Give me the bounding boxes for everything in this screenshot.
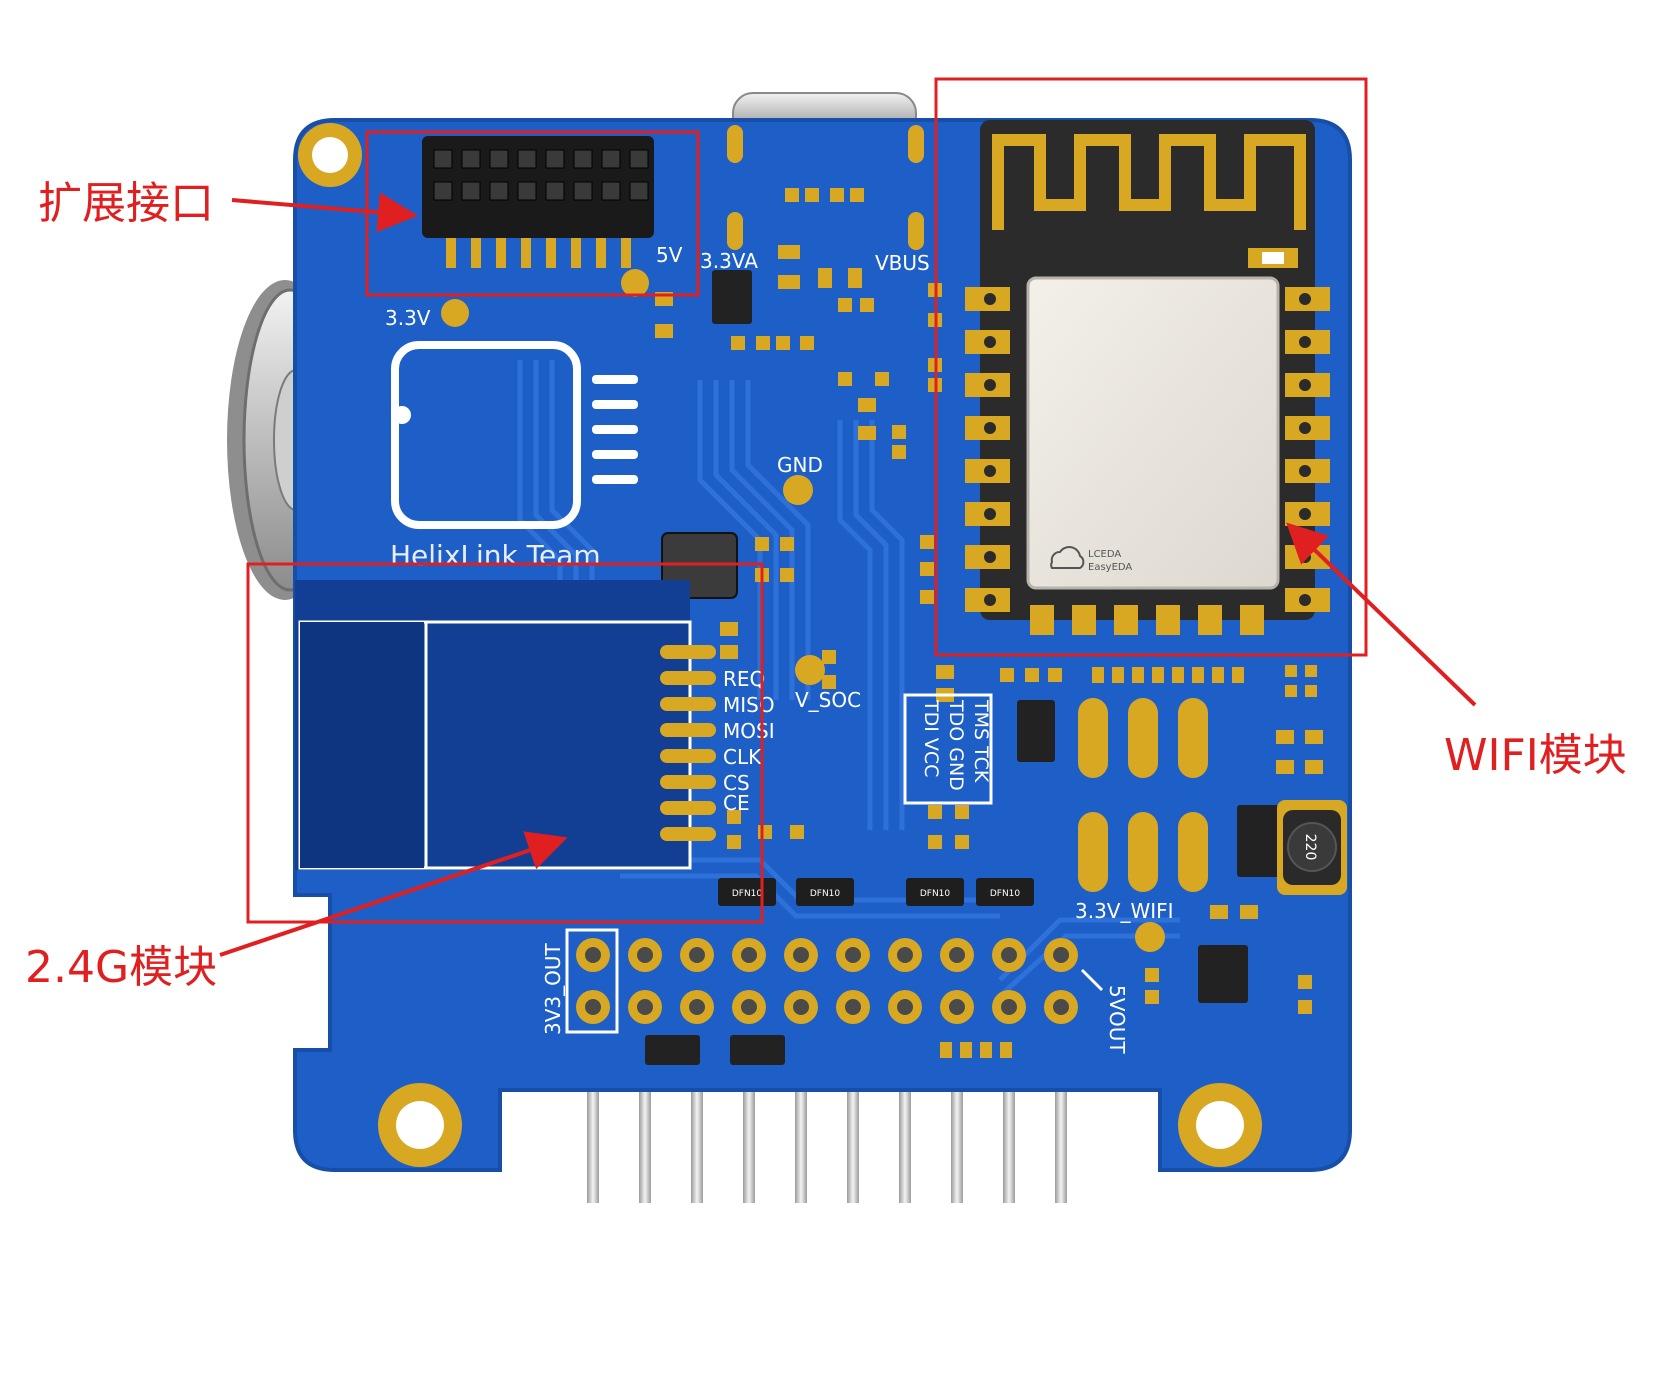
module-logo-text: EasyEDA bbox=[1088, 562, 1132, 573]
pin1-outline bbox=[565, 928, 619, 1034]
ic-label: DFN10 bbox=[990, 889, 1021, 899]
inductor-value: 220 bbox=[1302, 834, 1318, 861]
usb-mount-pad bbox=[908, 212, 924, 250]
annotation-rf24: 2.4G模块 bbox=[25, 942, 217, 993]
mounting-hole bbox=[1178, 1083, 1262, 1167]
label-gnd: GND bbox=[777, 453, 823, 477]
coil-hole bbox=[393, 406, 411, 424]
label-3v3-out: 3V3_OUT bbox=[541, 942, 565, 1035]
label-vbus: VBUS bbox=[875, 251, 930, 275]
coil-outline bbox=[391, 341, 581, 529]
spi-label: CE bbox=[723, 791, 750, 815]
spi-label: MOSI bbox=[723, 719, 775, 743]
mounting-hole bbox=[378, 1083, 462, 1167]
power-pads bbox=[1078, 698, 1208, 892]
jtag-label: TDO GND bbox=[945, 699, 967, 791]
small-ics bbox=[645, 270, 1279, 1065]
spi-label: CS bbox=[723, 771, 750, 795]
annotation-wifi: WIFI模块 bbox=[1444, 730, 1627, 781]
rf24-module bbox=[295, 580, 716, 870]
test-pad-3v3 bbox=[441, 299, 469, 327]
label-3v3: 3.3V bbox=[385, 306, 431, 330]
spi-label: CLK bbox=[723, 745, 762, 769]
ic-label: DFN10 bbox=[732, 889, 763, 899]
jtag-outline bbox=[903, 693, 993, 805]
pcb-traces bbox=[517, 360, 1180, 998]
callout-arrows bbox=[219, 192, 1477, 957]
spi-label: MISO bbox=[723, 693, 775, 717]
test-pad-vsoc bbox=[795, 655, 825, 685]
label-vsoc: V_SOC bbox=[795, 688, 861, 712]
pad-row bbox=[940, 667, 1244, 1058]
usb-mount-pad bbox=[727, 125, 743, 163]
label-5vout: 5VOUT bbox=[1105, 985, 1129, 1054]
spi-label: REQ bbox=[723, 667, 765, 691]
gpio-header-holes bbox=[585, 947, 1069, 1015]
annotation-expansion: 扩展接口 bbox=[38, 178, 214, 229]
usb-mount-pad bbox=[727, 212, 743, 250]
bottom-header-pins bbox=[587, 1085, 1067, 1203]
ic-label: DFN10 bbox=[810, 889, 841, 899]
jtag-label: TDI VCC bbox=[920, 699, 942, 777]
coil-lines bbox=[592, 375, 638, 484]
expansion-header bbox=[422, 136, 654, 268]
mounting-hole bbox=[298, 123, 362, 187]
label-5v: 5V bbox=[656, 243, 683, 267]
wifi-module bbox=[965, 120, 1330, 635]
callout-boxes bbox=[246, 77, 1368, 924]
test-pad-3v3-wifi bbox=[1135, 922, 1165, 952]
jtag-label: TMS TCK bbox=[970, 699, 992, 783]
module-logo-text: LCEDA bbox=[1088, 549, 1121, 560]
pin-marker bbox=[1080, 968, 1104, 992]
test-pad-gnd bbox=[783, 475, 813, 505]
ic-label: DFN10 bbox=[920, 889, 951, 899]
test-pad-5v bbox=[621, 269, 649, 297]
brand-text: HelixLink Team bbox=[390, 539, 601, 572]
label-3v3-wifi: 3.3V_WIFI bbox=[1075, 899, 1174, 923]
label-3v3a: 3.3VA bbox=[700, 249, 758, 273]
usb-mount-pad bbox=[908, 125, 924, 163]
power-inductor bbox=[1277, 800, 1347, 895]
